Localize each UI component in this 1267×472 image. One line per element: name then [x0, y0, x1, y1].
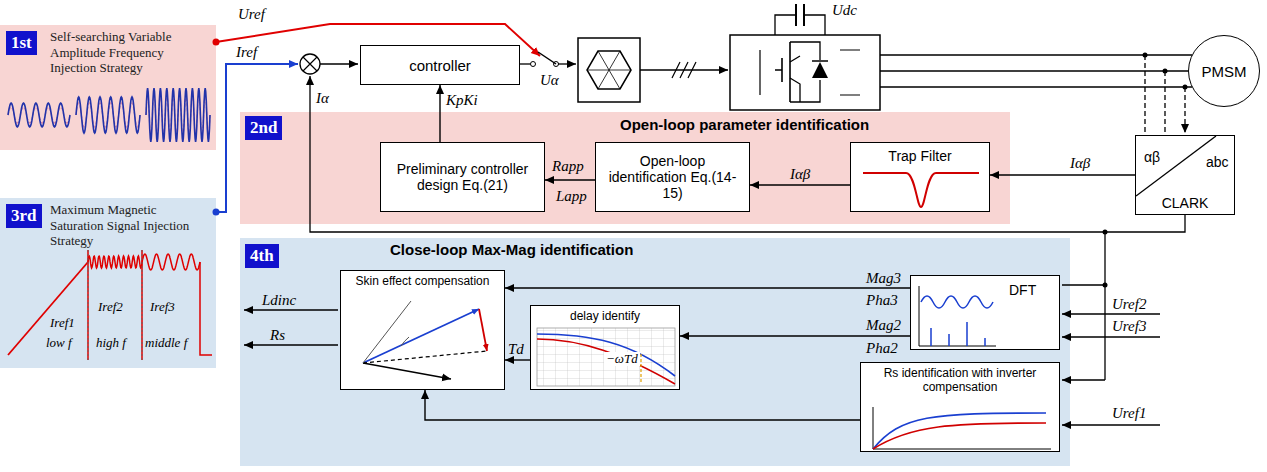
node-text: Rs identification with inverter compensa… [866, 366, 1054, 395]
signal-arrow [545, 179, 595, 180]
signal-arrow [505, 287, 910, 288]
edge-label: Iαβ [1070, 155, 1090, 172]
signal-label: Uref [238, 6, 265, 23]
node-text: Preliminary controller design Eq.(21) [385, 161, 540, 193]
signal-label: −ωTd [604, 352, 640, 366]
edge-label: Mag3 [866, 270, 901, 287]
node-text: DFT [1009, 282, 1036, 298]
edge-label: KpKi [446, 92, 478, 109]
step-badge: 1st [6, 31, 37, 55]
signal-label: Rs [270, 327, 285, 344]
box-illustration [911, 276, 1061, 351]
node-text: Close-loop Max-Mag identification [390, 241, 633, 258]
node-text: delay identify [531, 309, 679, 323]
stage-panel: 2nd Open-loop parameter identificationPre… [240, 112, 1010, 224]
process-box: DFT [910, 275, 1060, 350]
signal-label: Uref3 [1112, 318, 1146, 335]
signal-label: low f [46, 336, 72, 350]
step-badge: 4th [245, 244, 279, 268]
node-text: controller [409, 57, 471, 74]
signal-label: middle f [145, 336, 187, 350]
process-box: delay identify [530, 305, 680, 390]
process-box: Rs identification with inverter compensa… [860, 362, 1060, 452]
clark-box: abc αβCLARK [1135, 135, 1235, 215]
node-text: αβ [1144, 149, 1160, 165]
signal-label: Iref [236, 44, 257, 61]
edge-label: Rapp [552, 158, 584, 175]
signal-label: Iref3 [150, 300, 175, 314]
node-text: Self-searching Variable Amplitude Freque… [50, 29, 212, 76]
strategy-panel: 1st Self-searching Variable Amplitude Fre… [0, 25, 216, 150]
node-text: Skin effect compensation [341, 274, 504, 288]
step-badge: 2nd [245, 116, 282, 140]
signal-label: Pha2 [866, 340, 898, 357]
signal-arrow [425, 390, 860, 420]
node-text: abc [1206, 154, 1229, 170]
signal-arrow [990, 174, 1135, 175]
controller-box: controller [360, 45, 520, 85]
signal-label: Udc [832, 2, 857, 19]
signal-arrow [750, 184, 850, 185]
edge-label: Td [508, 341, 524, 358]
edge-label: Mag2 [866, 317, 901, 334]
signal-label: Uα [540, 72, 559, 89]
stage-panel: 4th Close-loop Max-Mag identificationSkin… [240, 238, 1070, 466]
node-text: Trap Filter [851, 148, 989, 164]
signal-label: high f [96, 336, 126, 350]
edge-label: Iαβ [790, 166, 810, 183]
signal-label: Ldinc [262, 292, 296, 309]
signal-arrow [680, 335, 910, 336]
process-box: Preliminary controller design Eq.(21) [380, 142, 545, 212]
signal-label: Lapp [556, 188, 587, 205]
node-text: PMSM [1202, 63, 1247, 80]
node-text: CLARK [1136, 195, 1234, 211]
signal-label: Uref1 [1112, 405, 1146, 422]
signal-label: Iref2 [98, 300, 123, 314]
signal-arrow [505, 359, 530, 360]
process-box: Skin effect compensation [340, 270, 505, 390]
process-box: Open-loop identification Eq.(14-15) [595, 142, 750, 212]
node-text: Maximum Magnetic Saturation Signal Injec… [50, 202, 212, 249]
step-badge: 3rd [6, 204, 42, 228]
node-text: Open-loop identification Eq.(14-15) [600, 153, 745, 201]
motor-circle: PMSM [1188, 35, 1260, 107]
signal-arrow [439, 85, 440, 142]
signal-label: Uref2 [1112, 296, 1146, 313]
signal-label: Iα [316, 90, 329, 107]
box-illustration [341, 271, 506, 391]
filter-box: Trap Filter [850, 142, 990, 212]
signal-label: Iref1 [50, 316, 75, 330]
node-text: Open-loop parameter identification [620, 116, 869, 133]
signal-label: Pha3 [866, 292, 898, 309]
